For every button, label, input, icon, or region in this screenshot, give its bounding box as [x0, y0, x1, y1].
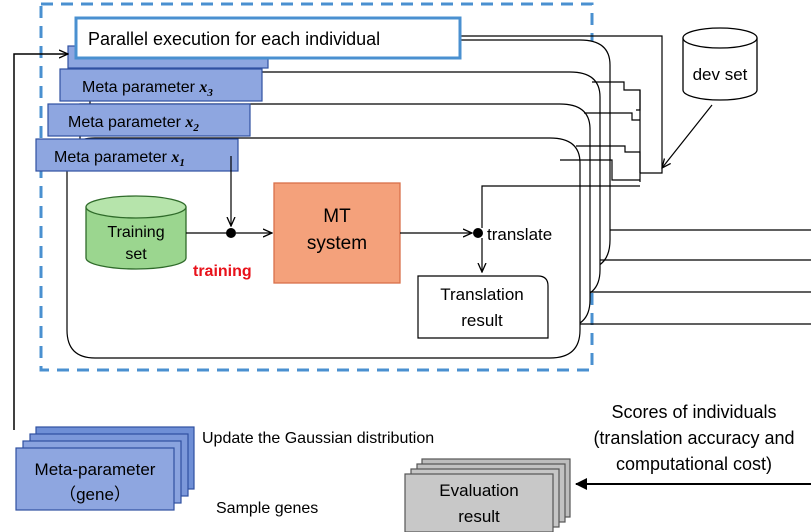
header-connector — [460, 35, 663, 174]
scores-label-1: Scores of individuals — [611, 402, 776, 422]
devset-arrow — [662, 104, 713, 168]
meta-sub-2: 2 — [192, 122, 199, 134]
evaluation-label-2: result — [458, 507, 500, 526]
training-junction — [226, 228, 236, 238]
sample-label: Sample genes — [216, 500, 318, 517]
translation-result-label-1: Translation — [440, 285, 523, 304]
translate-label: translate — [487, 225, 552, 244]
feedback-line — [13, 54, 68, 430]
meta-var-2: x — [184, 114, 193, 131]
dev-to-translate — [481, 185, 640, 228]
meta-tab-1: Meta parameter x1 — [35, 138, 239, 172]
dev-set-cylinder: dev set — [682, 27, 758, 101]
evaluation-stack: Evaluation result — [404, 458, 571, 532]
training-set-label-2: set — [125, 246, 147, 263]
meta-sub-1: 1 — [179, 157, 185, 169]
meta-label-1: Meta parameter — [54, 149, 171, 166]
mt-system-label-2: system — [307, 233, 367, 254]
meta-tab-2: Meta parameter x2 — [47, 103, 251, 137]
meta-var-3: x — [198, 79, 207, 96]
gene-label-1: Meta-parameter — [35, 460, 156, 479]
translation-result-label-2: result — [461, 311, 503, 330]
training-set-cylinder: Training set — [85, 195, 187, 270]
gene-stack: Meta-parameter （gene） — [15, 426, 195, 511]
meta-sub-3: 3 — [206, 87, 213, 99]
parallel-header-text: Parallel execution for each individual — [88, 29, 380, 49]
update-label: Update the Gaussian distribution — [202, 430, 434, 447]
svg-text:Meta parameter x1: Meta parameter x1 — [54, 149, 185, 169]
mt-system-label-1: MT — [323, 206, 351, 227]
meta-var-1: x — [170, 149, 179, 166]
devset-lines — [560, 81, 641, 182]
meta-label-2: Meta parameter — [68, 114, 185, 131]
translate-junction — [473, 228, 483, 238]
scores-label-3: computational cost) — [616, 454, 772, 474]
meta-label-3: Meta parameter — [82, 79, 199, 96]
score-output-lines — [580, 229, 811, 325]
dev-set-label: dev set — [693, 65, 748, 84]
evaluation-label-1: Evaluation — [439, 481, 518, 500]
svg-text:Meta parameter x3: Meta parameter x3 — [82, 79, 213, 99]
gene-label-2: （gene） — [59, 485, 131, 504]
parallel-region — [39, 2, 594, 372]
parallel-header-box — [74, 16, 462, 60]
translation-result-box — [417, 275, 549, 339]
scores-label-2: (translation accuracy and — [593, 428, 794, 448]
training-set-label-1: Training — [107, 224, 164, 241]
svg-text:Meta parameter x2: Meta parameter x2 — [68, 114, 199, 134]
mt-system-box — [273, 182, 401, 284]
training-label: training — [193, 263, 252, 280]
meta-tab-3: Meta parameter x3 — [59, 68, 263, 102]
